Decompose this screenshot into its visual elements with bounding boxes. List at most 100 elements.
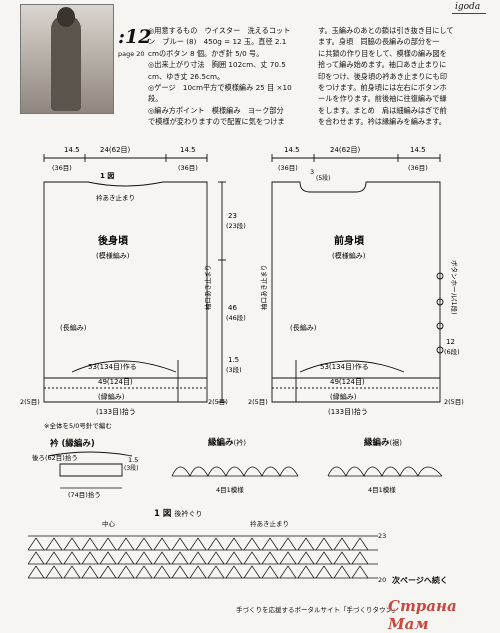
front-sub-right: (36目) — [408, 164, 428, 172]
edging-sleeve-title: 縁編み(衿) — [208, 436, 246, 448]
chart-row-20: 20 — [378, 576, 387, 584]
back-sub-left: (36目) — [52, 164, 72, 172]
model-figure — [51, 15, 81, 111]
edging-sleeve-name: 縁編み — [208, 438, 234, 448]
front-subtitle: (模様編み) — [332, 251, 366, 260]
info-right: す。玉編みのあとの鎖は引き抜き目にして ます。身頃 同脇の長編みの部分を一 に共… — [318, 25, 483, 128]
front-foundation-1: 53(134目)作る — [320, 362, 369, 371]
edging-hem-repeat: 4目1模様 — [368, 485, 396, 494]
buttonhole-marker — [436, 346, 444, 354]
edging-hem-title: 縁編み(裾) — [364, 436, 402, 448]
chart-fig: 1 図 — [154, 509, 172, 519]
back-side-dim-5: 1.5 — [228, 356, 239, 364]
collar-bottom: (74目)拾う — [68, 490, 101, 499]
back-long-label: (長編み) — [60, 323, 87, 332]
back-bottom-label: (133目)拾う — [96, 407, 136, 416]
info-right-line: ールを作ります。前後袖に往復編みで縁 — [318, 94, 447, 104]
back-left-corner: 2(5目) — [20, 398, 40, 406]
buttonhole-marker — [436, 272, 444, 280]
info-left-line: ン ブルー (8) 450g = 12 玉。直径 2.1 — [148, 37, 287, 47]
edging-hem-sub: (裾) — [389, 439, 402, 447]
back-side-dim-4: (46段) — [226, 313, 246, 322]
info-right-line: をつけます。前身頃には左右にボタンホ — [318, 83, 447, 93]
front-left-corner: 2(5目) — [248, 398, 268, 406]
back-dim-right: 14.5 — [180, 146, 196, 154]
back-edge-label: (縁編み) — [98, 392, 125, 401]
front-dim-mid: 24(62目) — [330, 146, 361, 154]
footer-site: 手づくりを応援するポータルサイト「手づくりタウン」 — [236, 606, 399, 614]
logo-flourish — [452, 13, 486, 14]
front-dim-right: 14.5 — [410, 146, 426, 154]
info-left-line: で模様が変わりますので配置に気をつけま — [148, 117, 285, 127]
fig-label: 1 図 — [100, 171, 114, 180]
info-left-line: ◎ゲージ 10cm平方で模様編み 25 目 ×10 — [148, 83, 292, 93]
back-side-dim-2: (23段) — [226, 221, 246, 230]
back-side-dim-1: 23 — [228, 212, 237, 220]
watermark: Страна Мам — [388, 597, 457, 633]
edging-hem-name: 縁編み — [364, 438, 390, 448]
info-left-line: ◎編み方ポイント 模様編み ヨーク部分 — [148, 105, 284, 115]
edging-sleeve-sub: (衿) — [233, 439, 246, 447]
chart-neck-stop: 衿あき止まり — [250, 520, 289, 528]
front-neck-dim: 3 — [310, 168, 314, 176]
edging-sleeve-repeat: 4目1模様 — [216, 485, 244, 494]
buttonhole-label: ボタンホール(1段) — [450, 260, 459, 315]
collar-line1: 後ろ(62目)拾う — [32, 453, 78, 462]
info-left-line: cmのボタン 8 個。かぎ針 5/0 号。 — [148, 48, 264, 58]
info-left: ◎用意するもの ウイスター 洗えるコット ン ブルー (8) 450g = 12… — [148, 25, 298, 128]
front-foundation-2: 49(124目) — [330, 378, 365, 386]
buttonhole-marker — [436, 322, 444, 330]
front-neck-sub: (5段) — [316, 174, 331, 182]
info-right-line: を合わせます。衿は縁編みを編みます。 — [318, 117, 446, 127]
back-foundation-2: 49(124目) — [98, 378, 133, 386]
back-right-corner: 2(5目) — [208, 398, 228, 406]
continue-label: 次ページへ続く — [392, 576, 448, 585]
model-head — [57, 7, 75, 27]
chart-label: 1 図 後衿ぐり — [154, 507, 202, 519]
info-right-line: す。玉編みのあとの鎖は引き抜き目にして — [318, 26, 454, 35]
collar-diagram: 後ろ(62目)拾う 1.5 (3段) (74目)拾う — [32, 451, 139, 499]
front-sub-left: (36目) — [278, 164, 298, 172]
back-foundation-1: 53(134目)作る — [88, 362, 137, 371]
back-dim-mid: 24(62目) — [100, 146, 131, 154]
info-left-line: ◎出来上がり寸法 胸囲 102cm、丈 70.5 — [148, 60, 286, 70]
front-dim-left: 14.5 — [284, 146, 300, 154]
needle-note: ※全体を5/0号針で編む — [44, 421, 112, 430]
collar-side: 1.5 — [128, 456, 138, 464]
info-right-line: に共鎖の作り目をして、模様の編み図を — [318, 48, 447, 58]
front-side-dim: 12 — [446, 338, 455, 346]
info-left-line: 段。 — [148, 94, 163, 104]
info-left-line: cm、ゆき丈 26.5cm。 — [148, 71, 225, 81]
pattern-number: :12 — [118, 26, 152, 48]
back-side-dim-6: (3段) — [226, 365, 242, 374]
collar-title: 衿 (縁編み) — [50, 439, 95, 449]
chart-row-23: 23 — [378, 532, 387, 540]
back-dim-left: 14.5 — [64, 146, 80, 154]
info-right-line: をします。まとめ 肩は細編みはぎで前 — [318, 105, 447, 115]
front-right-corner: 2(5目) — [444, 398, 464, 406]
back-piece-outline — [43, 181, 208, 403]
info-right-line: 印をつけ、後身頃の衿あき止まりにも印 — [318, 71, 448, 81]
back-title: 後身頃 — [98, 234, 129, 247]
back-side-dim-3: 46 — [228, 304, 237, 312]
front-long-label: (長編み) — [290, 323, 317, 332]
front-bottom-label: (133目)拾う — [328, 407, 368, 416]
logo: igoda — [455, 2, 481, 12]
info-left-line: ◎用意するもの ウイスター 洗えるコット — [148, 26, 291, 35]
info-right-line: 拾って編み始めます。袖口あき止まりに — [318, 60, 447, 70]
page-label: page 20 — [118, 50, 145, 58]
chart-center: 中心 — [102, 520, 115, 528]
edging-charts: 4目1模様 4目1模様 — [171, 466, 443, 494]
front-sleeve-label: 袖口あき止まり — [259, 265, 268, 311]
back-neck-label: 衿あき止まり — [96, 193, 135, 202]
stitch-chart — [28, 535, 378, 579]
back-sub-right: (36目) — [178, 164, 198, 172]
front-title: 前身頃 — [334, 234, 365, 247]
buttonhole-marker — [436, 298, 444, 306]
chart-sub: 後衿ぐり — [174, 510, 203, 518]
garment-diagrams: 14.5 24(62目) 14.5 (36目) (36目) 1 図 衿あき止まり… — [20, 146, 464, 430]
info-right-line: ます。身頃 同脇の長編みの部分を一 — [318, 37, 440, 47]
front-side-sub: (6段) — [444, 347, 460, 356]
front-edge-label: (縁編み) — [330, 392, 357, 401]
back-sleeve-label: 袖口あき止まり — [203, 265, 212, 311]
